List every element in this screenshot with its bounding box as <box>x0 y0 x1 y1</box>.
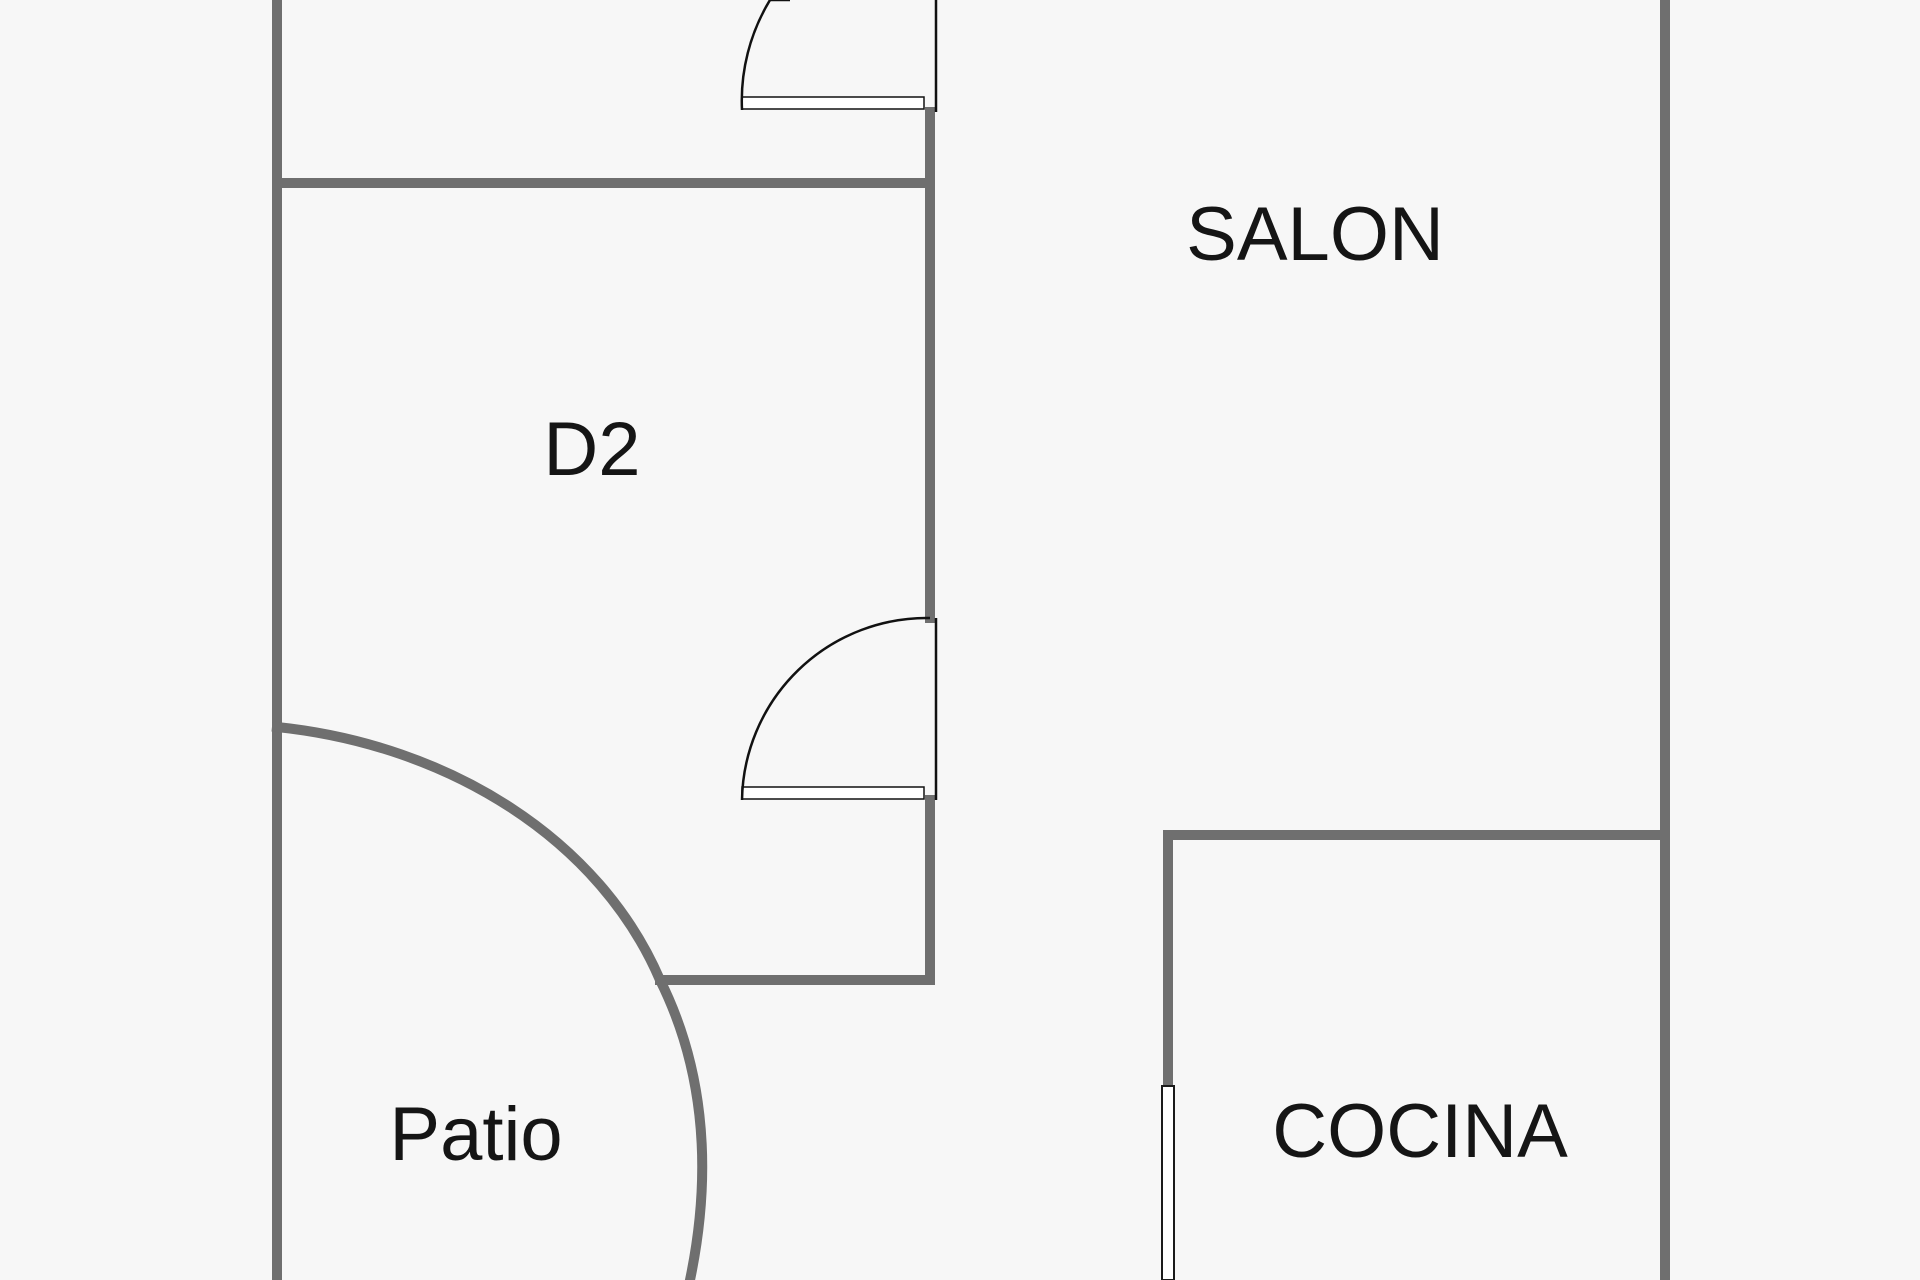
door-upper-swing <box>740 0 772 111</box>
door-upper-leaf[interactable] <box>741 96 925 110</box>
room-label-cocina: COCINA <box>1272 1089 1568 1174</box>
room-label-d2: D2 <box>543 407 640 492</box>
room-label-salon: SALON <box>1186 192 1444 277</box>
door-d2-leaf[interactable] <box>741 786 925 800</box>
wall-patio-curve <box>271 721 708 1280</box>
room-label-patio: Patio <box>389 1092 562 1177</box>
kitchen-window <box>1161 1085 1175 1280</box>
door-d2-swing <box>740 616 931 801</box>
